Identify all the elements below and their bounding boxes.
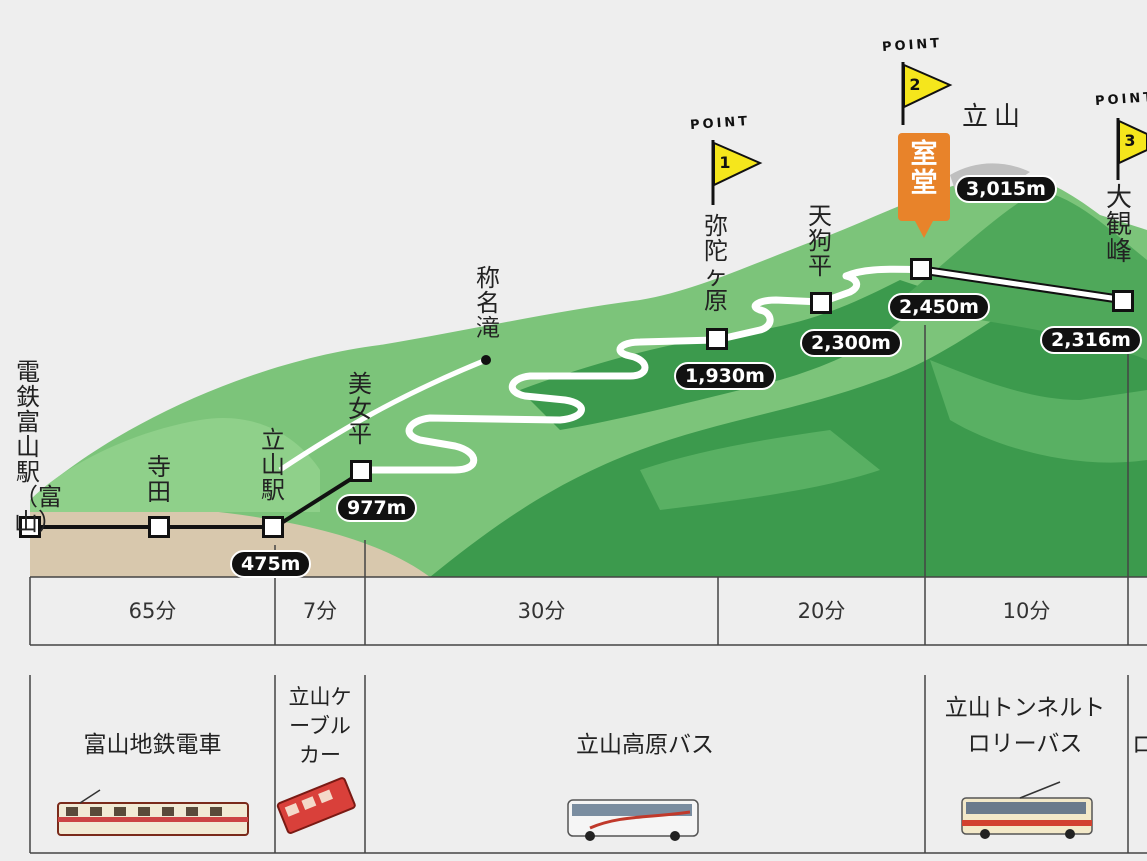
station-marker-murodo <box>910 258 932 280</box>
place-shomyo-falls: 称名滝 <box>476 264 500 342</box>
transport-cable-car: 立山ケーブルカー <box>288 685 352 767</box>
trolley-bus-illustration <box>961 781 1093 839</box>
transport-toyama-chitetsu: 富山地鉄電車 <box>83 732 222 758</box>
time-murodo-daikanbo: 10分 <box>1002 599 1051 623</box>
bus-illustration <box>567 799 699 841</box>
altitude-murodo: 2,450m <box>888 293 990 321</box>
place-bijodaira: 美女平 <box>348 370 372 448</box>
point-flag-1 <box>711 140 763 205</box>
foothill <box>30 418 320 512</box>
place-murodo: 室堂 <box>910 139 938 199</box>
transport-trolley-bus: 立山トンネルトロリーバス <box>944 695 1106 757</box>
station-marker-bijodaira <box>350 460 372 482</box>
altitude-daikanbo: 2,316m <box>1040 326 1142 354</box>
station-marker-midagahara <box>706 328 728 350</box>
station-marker-tateyama <box>262 516 284 538</box>
time-cable-car: 7分 <box>302 599 338 623</box>
station-marker-daikanbo <box>1112 290 1134 312</box>
place-tateyama: 立山 <box>962 102 1027 132</box>
mountain-ridge-5 <box>930 360 1147 463</box>
mountain-ridge-4 <box>640 430 880 510</box>
altitude-tengudaira: 2,300m <box>800 329 902 357</box>
time-toyama-tateyama: 65分 <box>128 599 177 623</box>
altitude-tateyama-station: 475m <box>230 550 312 578</box>
trolley-route-inner <box>921 267 1126 303</box>
altitude-midagahara: 1,930m <box>674 362 776 390</box>
point-number-2: 2 <box>909 75 921 94</box>
transport-highland-bus: 立山高原バス <box>576 732 714 758</box>
altitude-tateyama: 3,015m <box>955 175 1057 203</box>
place-daikanbo: 大観峰 <box>1105 183 1132 267</box>
time-midagahara-murodo: 20分 <box>797 599 846 623</box>
place-tateyama-station: 立山駅 <box>261 426 285 504</box>
cable-car-line <box>273 470 364 529</box>
falls-dot <box>481 355 491 365</box>
altitude-bijodaira: 977m <box>336 494 418 522</box>
bus-route <box>362 265 923 474</box>
station-marker-tengudaira <box>810 292 832 314</box>
point-flag-3 <box>1116 118 1147 180</box>
station-marker-dentetsu-toyama <box>19 516 41 538</box>
murodo-tag <box>898 133 950 238</box>
place-dentetsu-toyama: 電鉄富山駅（富山） <box>14 358 62 536</box>
mountain-ridge-1 <box>520 280 930 430</box>
place-midagahara: 弥陀ヶ原 <box>704 212 728 315</box>
time-bijodaira-midagahara: 30分 <box>517 599 566 623</box>
place-terada: 寺田 <box>147 453 171 506</box>
train-illustration <box>57 789 249 836</box>
place-tengudaira: 天狗平 <box>808 202 832 280</box>
mountain-ridge-2 <box>430 290 1147 577</box>
transport-partial: ロ <box>1132 732 1147 758</box>
falls-trail <box>278 357 487 473</box>
mountain-ridge-3 <box>900 190 1147 360</box>
point-number-3: 3 <box>1124 131 1136 150</box>
cable-car-illustration <box>276 777 356 834</box>
point-number-1: 1 <box>719 153 731 172</box>
station-marker-terada <box>148 516 170 538</box>
point-flag-2 <box>901 62 953 125</box>
